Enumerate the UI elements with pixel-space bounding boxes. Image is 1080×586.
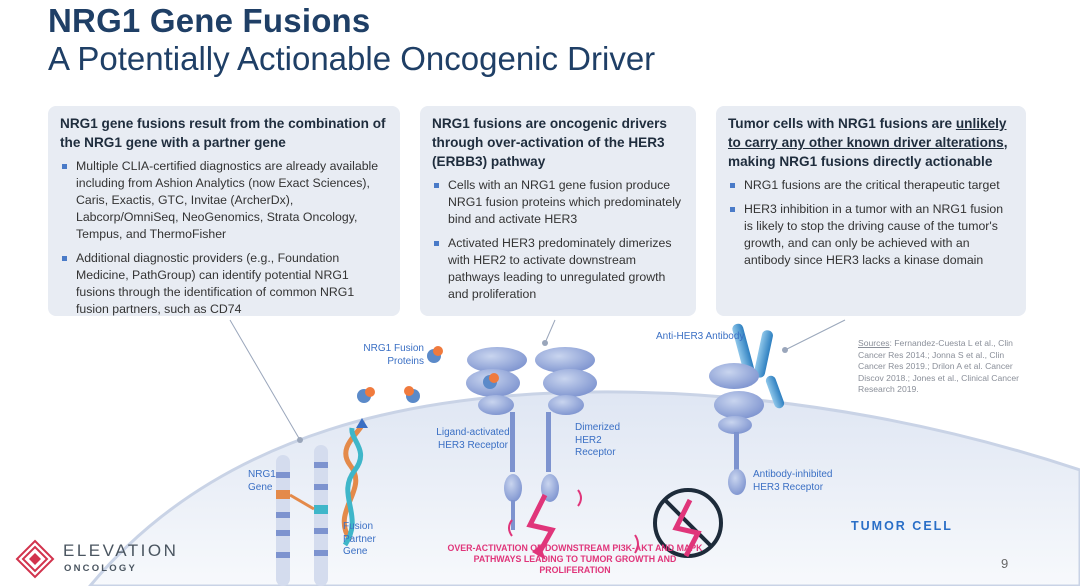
tumor-cell-label: TUMOR CELL <box>851 519 953 533</box>
chromosome-icon <box>276 445 328 586</box>
bullet-list: Cells with an NRG1 gene fusion produce N… <box>432 177 684 303</box>
label-fusion-partner-gene: Fusion Partner Gene <box>343 521 376 557</box>
page-number: 9 <box>1001 556 1009 571</box>
underlined-emphasis: unlikely to carry any other known driver… <box>728 116 1007 150</box>
panel-nrg1-combination: NRG1 gene fusions result from the combin… <box>48 106 400 316</box>
label-nrg1-gene: NRG1 Gene <box>248 469 276 493</box>
bullet-list: NRG1 fusions are the critical therapeuti… <box>728 177 1014 269</box>
panel-oncogenic-drivers: NRG1 fusions are oncogenic drivers throu… <box>420 106 696 316</box>
elevation-logo-icon <box>15 539 55 579</box>
fusion-protein-icon <box>357 346 443 403</box>
panel-heading: NRG1 fusions are oncogenic drivers throu… <box>432 116 667 169</box>
label-antibody-inhibited-her3: Antibody-inhibited HER3 Receptor <box>753 469 833 493</box>
list-item: NRG1 fusions are the critical therapeuti… <box>728 177 1014 194</box>
logo-subtitle: ONCOLOGY <box>64 563 138 574</box>
sources-text: : Fernandez-Cuesta L et al., Clin Cancer… <box>858 338 1019 394</box>
list-item: Activated HER3 predominately dimerizes w… <box>432 235 684 303</box>
fusion-strand-icon <box>341 421 365 542</box>
signal-arrow-icon <box>526 493 556 557</box>
panel-heading: Tumor cells with NRG1 fusions are unlike… <box>728 116 1008 169</box>
page-title: NRG1 Gene Fusions <box>48 2 371 39</box>
panel-heading: NRG1 gene fusions result from the combin… <box>60 116 386 150</box>
over-activation-label: OVER-ACTIVATION OF DOWNSTREAM PI3K-AKT A… <box>447 543 703 575</box>
her2-receptor-icon <box>535 347 597 502</box>
logo-name: ELEVATION <box>63 541 179 560</box>
list-item: Multiple CLIA-certified diagnostics are … <box>60 158 388 243</box>
page-subtitle: A Potentially Actionable Oncogenic Drive… <box>48 40 656 77</box>
her3-receptor-icon <box>466 347 527 530</box>
bullet-list: Multiple CLIA-certified diagnostics are … <box>60 158 388 318</box>
sources-label: Sources <box>858 338 890 348</box>
prohibition-icon <box>653 488 723 558</box>
list-item: HER3 inhibition in a tumor with an NRG1 … <box>728 201 1014 269</box>
list-item: Additional diagnostic providers (e.g., F… <box>60 250 388 318</box>
inhibited-her3-receptor-icon <box>709 363 764 495</box>
sources-citation: Sources: Fernandez-Cuesta L et al., Clin… <box>858 338 1033 396</box>
anti-her3-antibody-icon <box>732 323 785 409</box>
tumor-cell-shape <box>88 390 1080 586</box>
panel-actionable: Tumor cells with NRG1 fusions are unlike… <box>716 106 1026 316</box>
label-dimerized-her2: Dimerized HER2 Receptor <box>575 422 621 458</box>
label-ligand-activated-her3: Ligand-activated HER3 Receptor <box>436 427 510 451</box>
label-nrg1-fusion-proteins: NRG1 Fusion Proteins <box>363 343 424 367</box>
label-anti-her3-antibody: Anti-HER3 Antibody <box>656 331 745 342</box>
list-item: Cells with an NRG1 gene fusion produce N… <box>432 177 684 228</box>
